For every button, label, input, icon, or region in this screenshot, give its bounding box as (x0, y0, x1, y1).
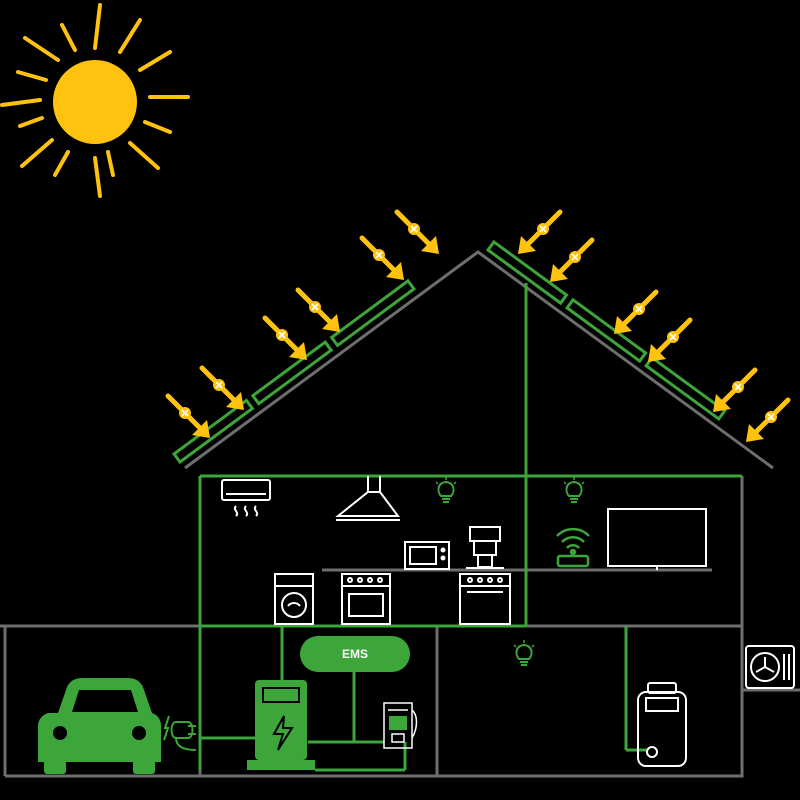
solar-panel-icon (171, 239, 727, 465)
dishwasher-icon (459, 573, 511, 625)
sun-icon (0, 3, 190, 198)
wifi-router-icon (556, 527, 590, 568)
microwave-icon (404, 541, 450, 570)
oven-icon (341, 573, 391, 625)
washing-machine-icon (274, 573, 314, 625)
ems-badge-shape (300, 636, 410, 672)
air-conditioner-icon (221, 479, 271, 517)
television-icon (607, 508, 707, 570)
range-hood-icon (335, 476, 400, 521)
coffee-machine-icon (466, 526, 504, 569)
charging-plug-icon (163, 715, 197, 751)
heat-pump-icon (745, 645, 795, 689)
electric-car-icon (38, 678, 161, 774)
energy-wiring (198, 283, 742, 772)
ems-label: EMS (341, 647, 368, 661)
sunlight-arrow-icon (168, 212, 788, 442)
ev-charger-icon (247, 680, 315, 770)
inverter-icon (383, 702, 418, 749)
water-heater-icon (637, 682, 687, 767)
